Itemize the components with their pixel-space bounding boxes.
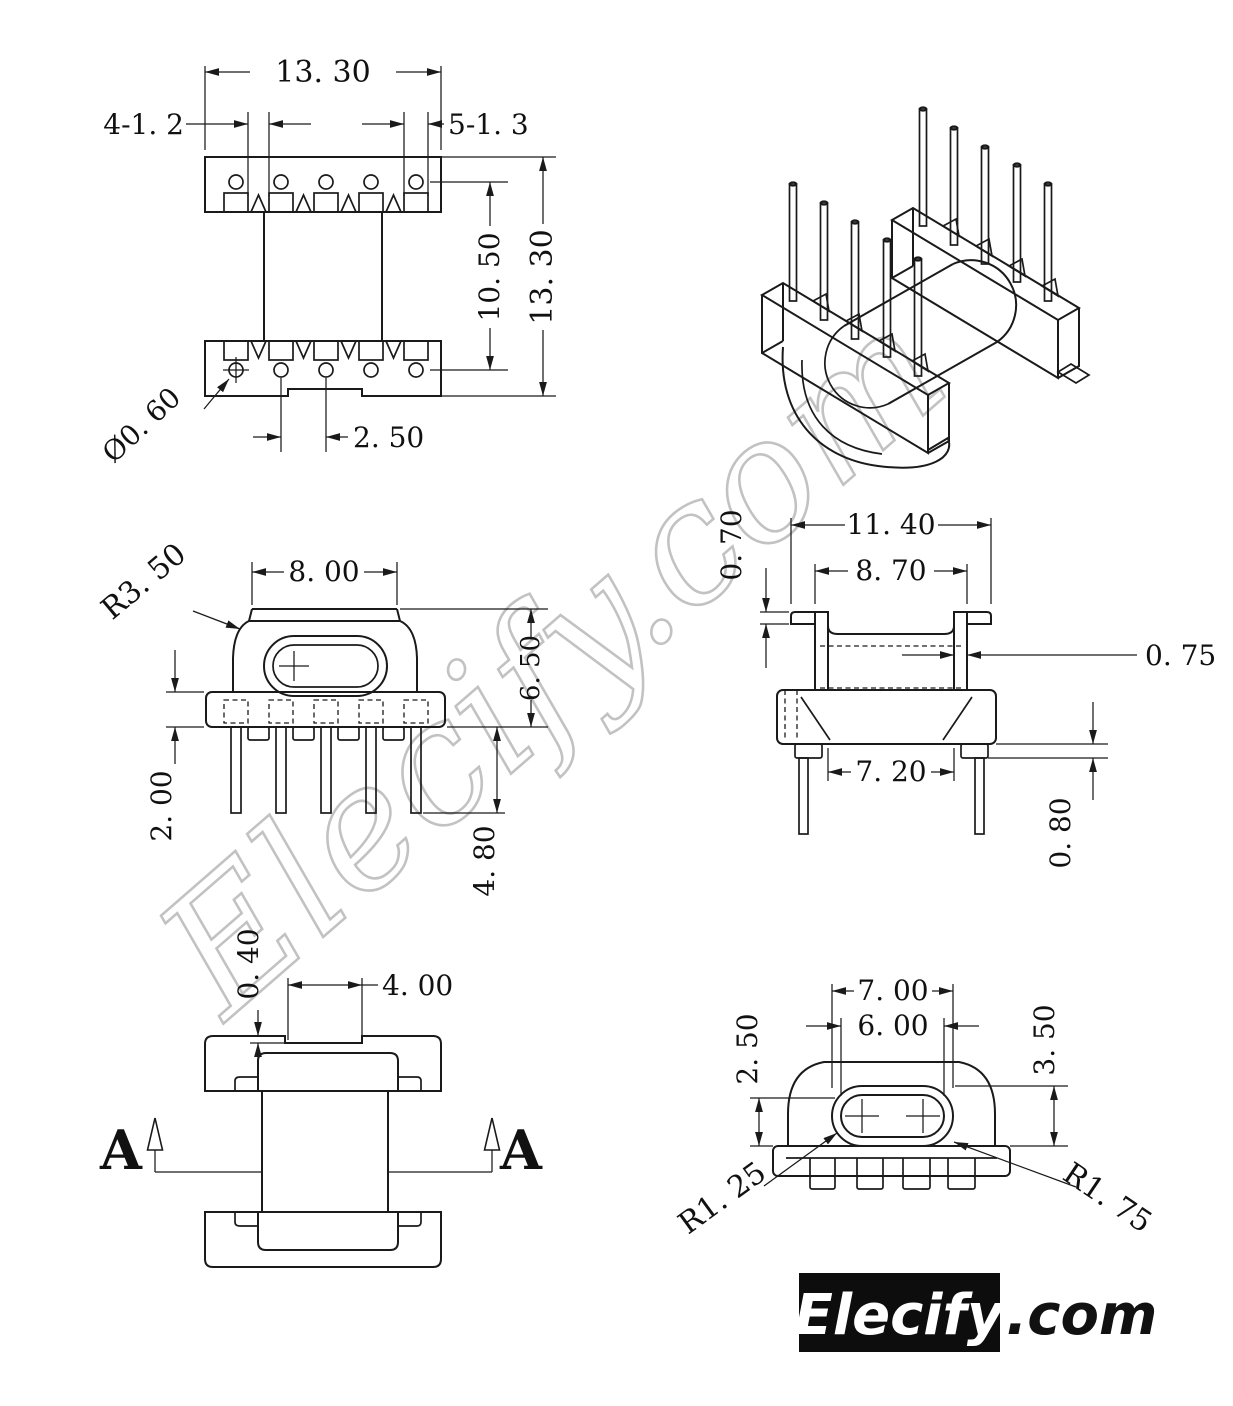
front-view-outline [205,608,446,814]
section-view: 7. 00 6. 00 2. 50 3. 50 R1. 25 R1. 75 [672,974,1158,1242]
bottom-view-outline [204,1035,442,1268]
section-cut-line: A A [99,1117,543,1182]
top-view-outline [204,156,442,397]
iso-winding-column [824,259,1018,409]
logo-brand-text: Elecify [795,1283,1006,1348]
dim-front-base-thickness: 2. 00 [145,770,178,841]
dim-top-hole-span: 10. 50 [473,232,506,321]
section-label-right: A [499,1118,543,1182]
dim-top-pitch: 2. 50 [353,421,424,454]
dim-front-corner-radius: R3. 50 [95,537,193,627]
front-view-pins [230,726,422,814]
bottom-view: A A 0. 40 4. 00 [99,928,543,1268]
dim-bottom-step-depth: 0. 40 [232,928,265,999]
dim-side-overall-width: 11. 40 [846,508,935,541]
section-view-outline [772,1061,1011,1190]
isometric-view [760,106,1091,469]
dim-section-outer-radius: R1. 75 [1057,1156,1159,1240]
side-view: 0. 70 11. 40 8. 70 0. 75 7. 20 0. 80 [715,508,1216,869]
iso-base [781,346,1091,469]
dim-side-wing-thickness: 0. 70 [715,509,748,580]
section-view-dimensions: 7. 00 6. 00 2. 50 3. 50 R1. 25 R1. 75 [672,974,1158,1242]
dim-side-standoff: 0. 80 [1044,797,1077,868]
brand-logo: Elecify .com [795,1273,1157,1352]
section-label-left: A [99,1118,143,1182]
dim-section-hole-width: 6. 00 [857,1009,928,1042]
dim-top-hole-dia: Ø0. 60 [96,381,187,469]
dim-section-core-width: 7. 00 [857,974,928,1007]
top-view: 13. 30 4-1. 2 5-1. 3 10. 50 13. 30 Ø0. 6… [96,55,560,469]
logo-background [799,1273,1000,1352]
dim-front-flat-width: 8. 00 [288,555,359,588]
dim-top-slots-a: 4-1. 2 [103,108,184,141]
dim-front-pin-length: 4. 80 [468,825,501,896]
logo-suffix-text: .com [1006,1283,1157,1348]
dim-bottom-notch-width: 4. 00 [382,969,453,1002]
dim-top-overall-width: 13. 30 [275,55,370,90]
dim-top-slots-b: 5-1. 3 [448,108,529,141]
dim-front-body-height: 6. 50 [516,635,546,701]
dim-section-inner-radius: R1. 25 [672,1155,773,1241]
dim-top-overall-length: 13. 30 [525,229,560,324]
core-hole-hatched-wall [831,1085,954,1147]
side-view-dimensions: 0. 70 11. 40 8. 70 0. 75 7. 20 0. 80 [715,508,1216,869]
dim-side-winding-width: 7. 20 [855,755,926,788]
dim-side-flange-thickness: 0. 75 [1145,639,1216,672]
top-view-dimensions: 13. 30 4-1. 2 5-1. 3 10. 50 13. 30 Ø0. 6… [96,55,560,469]
bottom-view-dimensions: 0. 40 4. 00 [232,928,453,1072]
iso-pins [788,106,1053,377]
dim-side-flange-span: 8. 70 [855,554,926,587]
dim-section-hole-drop: 2. 50 [731,1013,764,1084]
dim-section-hole-height: 3. 50 [1028,1004,1061,1075]
side-view-outline [776,611,997,835]
